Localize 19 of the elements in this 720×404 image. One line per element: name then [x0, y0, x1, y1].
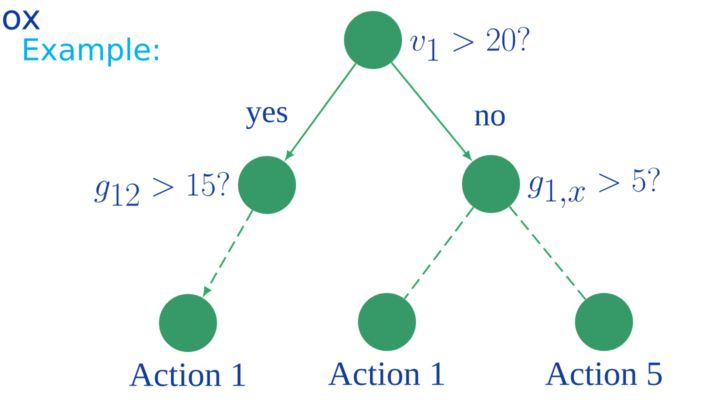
- node-circle: [358, 293, 416, 351]
- action-label: Action 1: [328, 362, 444, 386]
- condition-label: $v_1 > 20?$: [410, 27, 530, 61]
- heading-text: ox: [3, 10, 40, 30]
- node-circle: [462, 155, 520, 213]
- action-label: Action 5: [545, 362, 662, 386]
- action-label: Action 1: [129, 363, 245, 386]
- arrow: [285, 63, 356, 160]
- node-circle: [575, 293, 633, 351]
- edge-label: no: [473, 109, 507, 127]
- heading-text: Example:: [24, 37, 158, 67]
- arrow: [390, 62, 472, 160]
- node-circle: [344, 11, 402, 69]
- condition-label: $g_{12} > 15?$: [94, 172, 229, 206]
- node-circle: [238, 156, 296, 214]
- edge-label: yes: [244, 106, 290, 130]
- arrow: [203, 210, 254, 296]
- node-circle: [159, 294, 217, 352]
- condition-label: $g_{1,x} > 5?$: [528, 168, 660, 208]
